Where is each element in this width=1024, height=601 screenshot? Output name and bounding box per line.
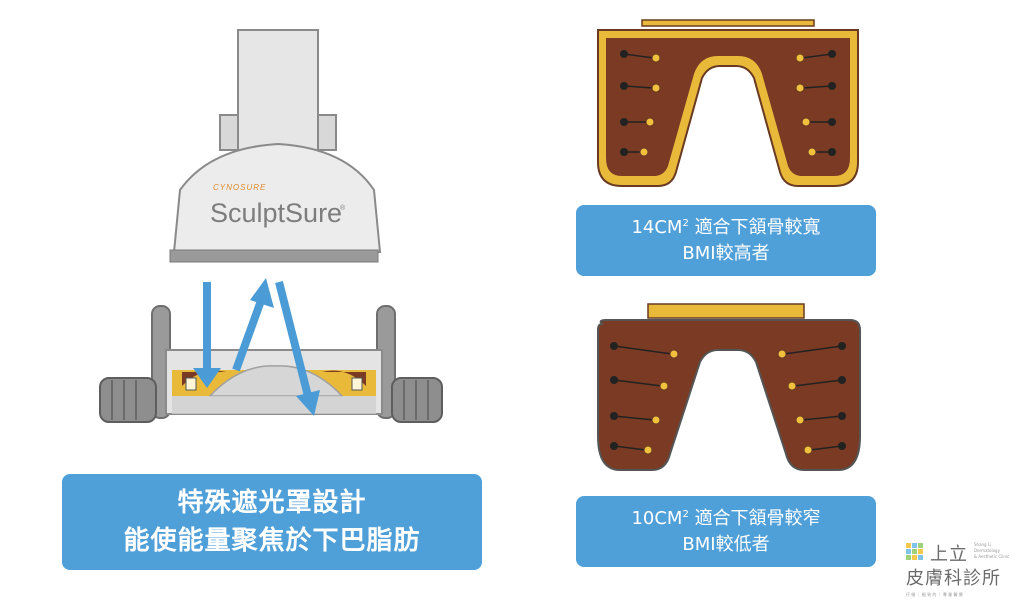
small-applicator-description: 適合下頷骨較窄 [694,507,821,529]
feature-line-1: 特殊遮光罩設計 [177,488,367,518]
small-applicator-size-line: 10CM2 適合下頷骨較窄 [631,506,820,532]
large-applicator-bmi: BMI較高者 [682,242,770,264]
clinic-logo: 上立 Shang Li Dermatology & Aesthetic Clin… [906,540,1018,600]
clinic-logo-mark-icon [906,543,923,560]
large-applicator-illustration [597,19,859,187]
clinic-english-name-2: Dermatology [974,548,1000,553]
large-applicator-size-exponent: 2 [682,217,689,229]
small-applicator-size: 10CM [631,507,683,529]
clinic-slogan: 仔 細 ｜ 細 致 的 ｜ 專 業 醫 療 [906,592,963,597]
clinic-english-name-1: Shang Li [974,542,992,547]
small-applicator-label-box: 10CM2 適合下頷骨較窄 BMI較低者 [576,496,876,567]
large-applicator-size-line: 14CM2 適合下頷骨較寬 [631,215,820,241]
clinic-name-line-2: 皮膚科診所 [906,568,1001,589]
clinic-name-line-1: 上立 [930,544,968,565]
feature-description-box: 特殊遮光罩設計 能使能量聚焦於下巴脂肪 [62,474,482,570]
large-applicator-description: 適合下頷骨較寬 [694,216,821,238]
energy-arrows [193,278,320,416]
large-applicator-size: 14CM [631,216,683,238]
device-trademark: ® [340,204,346,212]
small-applicator-illustration [597,303,861,471]
large-applicator-label-box: 14CM2 適合下頷骨較寬 BMI較高者 [576,205,876,276]
device-brand: CYNOSURE [213,183,266,192]
small-applicator-bmi: BMI較低者 [682,533,770,555]
feature-line-2: 能使能量聚焦於下巴脂肪 [123,526,421,556]
small-applicator-size-exponent: 2 [682,508,689,520]
device-head [169,142,382,263]
clinic-english-name-3: & Aesthetic Clinic [974,554,1010,559]
sculpsure-device-illustration: CYNOSURE SculptSure ® [99,29,443,423]
device-handle [219,29,337,151]
device-product-name: SculptSure [210,198,342,228]
